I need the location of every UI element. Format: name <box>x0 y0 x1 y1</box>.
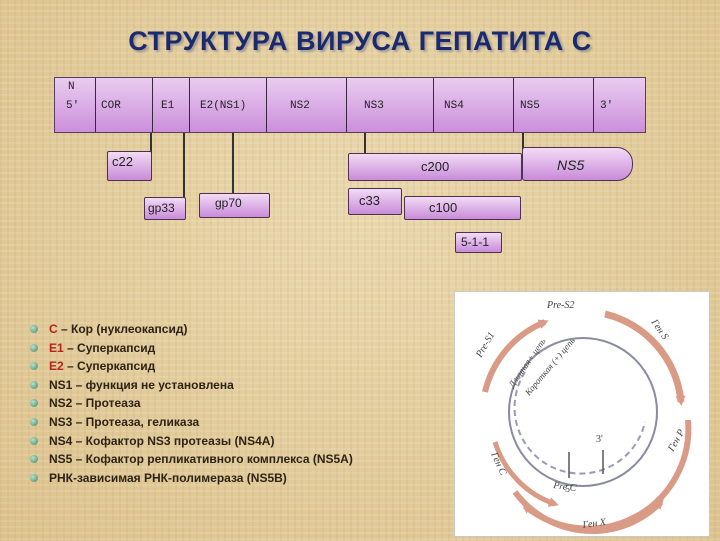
region-divider <box>593 78 594 132</box>
legend-desc: NS4 – Кофактор NS3 протеазы (NS4A) <box>49 433 275 448</box>
legend-desc: NS5 – Кофактор репликативного комплекса … <box>49 452 353 467</box>
legend-item: NS4 – Кофактор NS3 протеазы (NS4A) <box>30 432 353 451</box>
antigen-gp33-band: gp33 <box>144 197 186 220</box>
bullet-icon <box>30 473 38 482</box>
antigen-c22-label: c22 <box>112 154 133 169</box>
region-divider <box>189 78 190 132</box>
n-terminus-label: N <box>68 81 75 93</box>
genome-bar: N 5' COR E1 E2(NS1) NS2 NS3 NS4 NS5 3' <box>54 77 646 133</box>
bullet-icon <box>30 380 38 389</box>
page-title: СТРУКТУРА ВИРУСА ГЕПАТИТА С <box>128 26 592 56</box>
region-ns5: NS5 <box>520 100 540 112</box>
region-divider <box>266 78 267 132</box>
legend-code: C <box>49 322 58 336</box>
legend-item: E1 – Суперкапсид <box>30 339 353 358</box>
protein-legend: C – Кор (нуклеокапсид) E1 – Суперкапсид … <box>30 320 353 487</box>
legend-desc: NS1 – функция не установлена <box>49 377 234 392</box>
region-divider <box>346 78 347 132</box>
legend-code: E1 <box>49 340 64 355</box>
legend-item: E2 – Суперкапсид <box>30 357 353 376</box>
antigen-ns5-label: NS5 <box>557 157 585 173</box>
antigen-c100-band: c100 <box>404 196 521 220</box>
legend-desc: NS3 – Протеаза, геликаза <box>49 414 200 429</box>
antigen-c200-label: c200 <box>421 159 450 174</box>
legend-desc: – Суперкапсид <box>63 340 156 355</box>
antigen-gp70-label: gp70 <box>215 196 242 210</box>
region-e2-ns1: E2(NS1) <box>200 100 247 112</box>
three-prime-label: 3' <box>600 100 614 112</box>
region-divider <box>95 78 96 132</box>
connector-line <box>522 133 524 154</box>
region-ns4: NS4 <box>444 100 464 112</box>
circular-genome-map: Pre-S2 Ген S Pre-S1 Длинная+ цепь Коротк… <box>454 291 710 537</box>
gene-c-arc <box>492 441 559 507</box>
connector-line <box>183 133 185 199</box>
antigen-511-band: 5-1-1 <box>455 232 502 253</box>
antigen-ns5-band: NS5 <box>522 147 633 181</box>
pre-s1-arc <box>482 319 549 393</box>
antigen-c22-band: c22 <box>107 151 152 181</box>
label-3-prime: 3' <box>596 434 603 445</box>
gene-x-arc <box>512 490 664 534</box>
region-cor: COR <box>101 100 121 112</box>
short-strand-arc <box>513 371 646 475</box>
legend-item: РНК-зависимая РНК-полимераза (NS5B) <box>30 469 353 488</box>
connector-line <box>364 133 366 154</box>
five-prime-label: 5' <box>66 100 80 112</box>
antigen-gp33-label: gp33 <box>148 201 175 215</box>
region-ns2: NS2 <box>290 100 310 112</box>
bullet-icon <box>30 417 38 426</box>
legend-item: NS1 – функция не установлена <box>30 376 353 395</box>
region-divider <box>152 78 153 132</box>
gene-p-arc <box>521 419 692 532</box>
label-pre-s2: Pre-S2 <box>546 300 574 311</box>
region-ns3: NS3 <box>364 100 384 112</box>
label-gene-x: Ген X <box>581 517 608 531</box>
antigen-gp70-band: gp70 <box>199 193 270 218</box>
antigen-c100-label: c100 <box>429 200 458 215</box>
long-strand-circle <box>508 337 658 487</box>
label-pre-c: Pre C <box>552 480 578 494</box>
legend-desc: – Суперкапсид <box>63 359 156 374</box>
legend-item: C – Кор (нуклеокапсид) <box>30 320 353 339</box>
antigen-c33-label: c33 <box>359 193 380 208</box>
legend-item: NS5 – Кофактор репликативного комплекса … <box>30 450 353 469</box>
label-pre-s1: Pre-S1 <box>474 330 498 360</box>
gene-s-arc <box>604 310 686 406</box>
antigen-c200-band: c200 <box>348 153 522 181</box>
region-e1: E1 <box>161 100 175 112</box>
connector-line <box>150 133 152 157</box>
bullet-icon <box>30 343 38 352</box>
bullet-icon <box>30 399 38 408</box>
bullet-icon <box>30 455 38 464</box>
region-divider <box>513 78 514 132</box>
legend-desc: – Кор (нуклеокапсид) <box>57 322 188 336</box>
genome-map-svg: Pre-S2 Ген S Pre-S1 Длинная+ цепь Коротк… <box>474 300 692 534</box>
connector-line <box>232 133 234 199</box>
legend-desc: NS2 – Протеаза <box>49 396 141 411</box>
antigen-c33-band: c33 <box>348 188 402 215</box>
bullet-icon <box>30 362 38 371</box>
legend-desc: РНК-зависимая РНК-полимераза (NS5B) <box>49 470 287 485</box>
label-5-prime: 5' <box>565 484 572 495</box>
antigen-511-label: 5-1-1 <box>461 235 490 249</box>
region-divider <box>433 78 434 132</box>
legend-item: NS3 – Протеаза, геликаза <box>30 413 353 432</box>
bullet-icon <box>30 325 38 333</box>
bullet-icon <box>30 436 38 445</box>
legend-code: E2 <box>49 359 64 374</box>
legend-item: NS2 – Протеаза <box>30 394 353 413</box>
